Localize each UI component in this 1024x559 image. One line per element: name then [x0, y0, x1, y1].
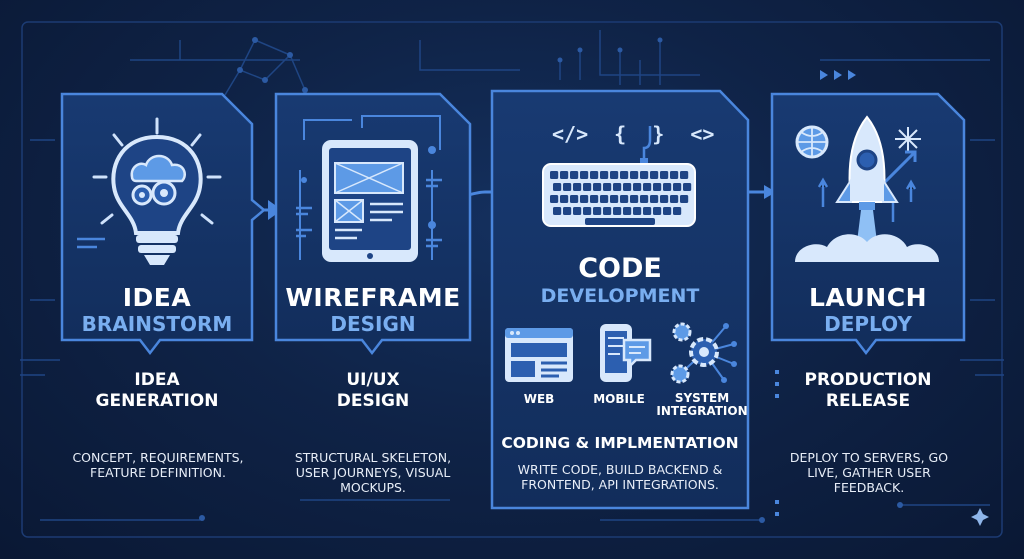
keyboard-key: [590, 171, 599, 179]
keyboard-key: [580, 195, 589, 203]
stage-subtitle-code: DEVELOPMENT: [540, 285, 700, 307]
keyboard-key: [683, 183, 692, 191]
keyboard-key: [593, 183, 602, 191]
keyboard-key: [633, 207, 642, 215]
keyboard-key: [590, 195, 599, 203]
keyboard-key: [623, 183, 632, 191]
keyboard-key: [553, 207, 562, 215]
keyboard-key: [560, 171, 569, 179]
keyboard-key: [663, 207, 672, 215]
keyboard-key: [653, 207, 662, 215]
keyboard-key: [633, 183, 642, 191]
stage-title-code: CODE: [578, 253, 662, 284]
target-label-mobile: MOBILE: [593, 392, 645, 406]
keyboard-key: [560, 195, 569, 203]
keyboard-key: [573, 183, 582, 191]
stage-label-idea: IDEA GENERATION: [95, 370, 219, 411]
keyboard-code-icon: [542, 126, 696, 227]
stage-description-code: WRITE CODE, BUILD BACKEND & FRONTEND, AP…: [517, 462, 723, 492]
keyboard-key: [570, 195, 579, 203]
keyboard-key: [620, 195, 629, 203]
keyboard-key: [643, 183, 652, 191]
keyboard-key: [670, 195, 679, 203]
flow-lines-left-icon: [77, 237, 105, 249]
keyboard-key: [620, 171, 629, 179]
smartphone-chat-icon: [600, 324, 652, 382]
keyboard-key: [653, 183, 662, 191]
code-symbol-angle: </>: [552, 122, 589, 146]
tablet-wireframe-icon: [296, 115, 442, 262]
keyboard-key: [603, 207, 612, 215]
target-label-web: WEB: [523, 392, 555, 406]
keyboard-key: [610, 171, 619, 179]
stage-title-launch: LAUNCH: [808, 283, 927, 312]
keyboard-key: [640, 195, 649, 203]
keyboard-key: [650, 195, 659, 203]
keyboard-key: [673, 183, 682, 191]
keyboard-key: [643, 207, 652, 215]
stage-label-code: CODING & IMPLMENTATION: [501, 434, 739, 452]
lightbulb-cloud-gears-icon: [92, 117, 222, 265]
code-symbols-row: </> { } <>: [552, 122, 714, 146]
keyboard-key: [553, 183, 562, 191]
code-symbol-chevrons: <>: [690, 122, 715, 146]
keyboard-spacebar: [585, 218, 655, 225]
keyboard-key: [630, 171, 639, 179]
keyboard-key: [550, 171, 559, 179]
keyboard-key: [640, 171, 649, 179]
keyboard-key: [583, 183, 592, 191]
stage-subtitle-wireframe: DESIGN: [330, 312, 416, 336]
code-symbol-braces: { }: [614, 122, 665, 146]
stage-subtitle-idea: BRAINSTORM: [81, 312, 233, 336]
keyboard-key: [613, 207, 622, 215]
keyboard-key: [613, 183, 622, 191]
stage-subtitle-launch: DEPLOY: [824, 312, 912, 336]
stage-description-idea: CONCEPT, REQUIREMENTS, FEATURE DEFINITIO…: [72, 450, 244, 480]
network-gears-icon: [670, 322, 737, 384]
keyboard-key: [570, 171, 579, 179]
keyboard-key: [623, 207, 632, 215]
keyboard-key: [563, 207, 572, 215]
keyboard-key: [573, 207, 582, 215]
keyboard-key: [593, 207, 602, 215]
rocket-launch-icon: [795, 115, 939, 262]
keyboard-key: [610, 195, 619, 203]
keyboard-key: [680, 195, 689, 203]
keyboard-key: [580, 171, 589, 179]
stage-title-wireframe: WIREFRAME: [285, 283, 461, 312]
keyboard-key: [583, 207, 592, 215]
keyboard-key: [550, 195, 559, 203]
keyboard-key: [663, 183, 672, 191]
keyboard-key: [600, 195, 609, 203]
keyboard-key: [660, 171, 669, 179]
keyboard-key: [603, 183, 612, 191]
stage-label-launch: PRODUCTION RELEASE: [804, 370, 932, 411]
keyboard-key: [680, 171, 689, 179]
stage-description-launch: DEPLOY TO SERVERS, GO LIVE, GATHER USER …: [789, 450, 949, 495]
keyboard-key: [630, 195, 639, 203]
keyboard-key: [563, 183, 572, 191]
keyboard-key: [670, 171, 679, 179]
stage-title-idea: IDEA: [122, 283, 192, 312]
keyboard-key: [600, 171, 609, 179]
target-label-system-integration: SYSTEM INTEGRATION: [656, 391, 748, 418]
keyboard-key: [673, 207, 682, 215]
keyboard-key: [660, 195, 669, 203]
stage-description-wireframe: STRUCTURAL SKELETON, USER JOURNEYS, VISU…: [294, 450, 452, 495]
stage-label-wireframe: UI/UX DESIGN: [336, 370, 410, 411]
browser-window-icon: [505, 328, 573, 382]
keyboard-key: [650, 171, 659, 179]
